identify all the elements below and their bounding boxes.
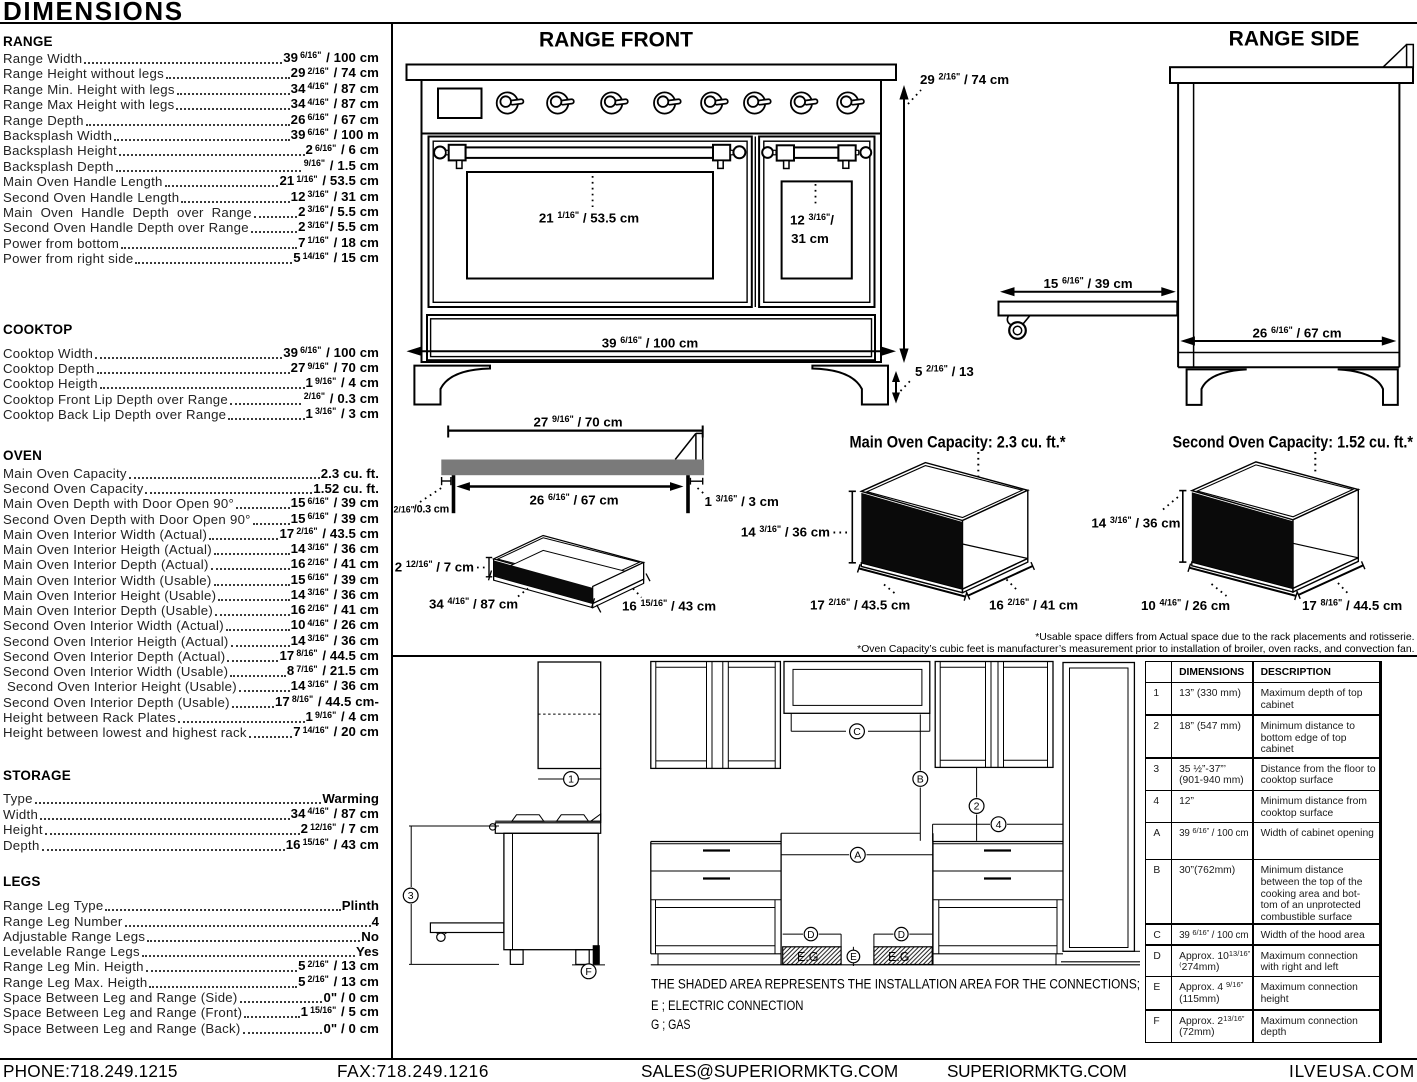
svg-text:2 12/16" / 7 cm: 2 12/16" / 7 cm [395, 559, 474, 575]
svg-text:5 2/16" / 13: 5 2/16" / 13 [915, 364, 974, 380]
svg-text:*Usable space differs from Act: *Usable space differs from Actual space … [1035, 632, 1414, 643]
svg-text:27 9/16" / 70 cm: 27 9/16" / 70 cm [533, 414, 622, 430]
svg-text:Main Oven Capacity: 2.3 cu. ft: Main Oven Capacity: 2.3 cu. ft.* [850, 434, 1067, 452]
svg-text:D: D [807, 930, 814, 941]
svg-text:A: A [854, 850, 861, 862]
svg-text:E.G: E.G [888, 950, 910, 964]
svg-text:26 6/16" / 67 cm: 26 6/16" / 67 cm [1252, 325, 1341, 341]
svg-text:14 3/16" / 36 cm: 14 3/16" / 36 cm [1091, 515, 1180, 531]
svg-text:12 3/16"/: 12 3/16"/ [790, 212, 834, 228]
svg-text:15 6/16" / 39 cm: 15 6/16" / 39 cm [1043, 276, 1132, 292]
svg-text:26 6/16" / 67 cm: 26 6/16" / 67 cm [529, 492, 618, 508]
svg-text:21 1/16" / 53.5 cm: 21 1/16" / 53.5 cm [539, 210, 639, 226]
svg-text:39 6/16" / 100 cm: 39 6/16" / 100 cm [602, 335, 698, 351]
svg-text:34 4/16" / 87 cm: 34 4/16" / 87 cm [429, 596, 518, 612]
svg-text:C: C [853, 726, 861, 738]
svg-text:G ; GAS: G ; GAS [651, 1017, 691, 1032]
svg-text:2/16": 2/16" [394, 505, 415, 515]
svg-text:10 4/16" / 26 cm: 10 4/16" / 26 cm [1141, 598, 1230, 614]
svg-text:16 2/16" / 41 cm: 16 2/16" / 41 cm [989, 597, 1078, 613]
svg-text:1: 1 [568, 774, 574, 786]
svg-text:29 2/16" / 74 cm: 29 2/16" / 74 cm [920, 72, 1009, 88]
svg-text:E: E [850, 952, 857, 963]
svg-text:Second Oven Capacity: 1.52 cu.: Second Oven Capacity: 1.52 cu. ft.* [1173, 434, 1414, 452]
svg-text:17 8/16" / 44.5 cm: 17 8/16" / 44.5 cm [1302, 598, 1402, 614]
svg-text:*Oven Capacity’s cubic feet is: *Oven Capacity’s cubic feet is manufactu… [857, 644, 1414, 655]
svg-text:4: 4 [996, 819, 1002, 831]
svg-text:/0.3 cm: /0.3 cm [414, 504, 449, 516]
svg-text:14 3/16" / 36 cm: 14 3/16" / 36 cm [741, 524, 830, 540]
svg-text:E.G: E.G [797, 950, 819, 964]
svg-text:2: 2 [974, 801, 980, 813]
svg-text:16 15/16" / 43 cm: 16 15/16" / 43 cm [622, 598, 716, 614]
svg-text:F: F [585, 966, 591, 978]
svg-text:E ; ELECTRIC CONNECTION: E ; ELECTRIC CONNECTION [651, 998, 804, 1013]
svg-text:B: B [917, 774, 924, 786]
svg-text:3: 3 [408, 890, 414, 902]
svg-text:D: D [898, 930, 905, 941]
svg-text:1 3/16" / 3 cm: 1 3/16" / 3 cm [705, 494, 779, 510]
svg-text:31 cm: 31 cm [791, 231, 829, 246]
svg-text:THE SHADED AREA REPRESENTS THE: THE SHADED AREA REPRESENTS THE INSTALLAT… [651, 977, 1140, 993]
svg-text:17 2/16" / 43.5 cm: 17 2/16" / 43.5 cm [810, 597, 910, 613]
svg-text:RANGE FRONT: RANGE FRONT [539, 29, 693, 52]
svg-text:RANGE SIDE: RANGE SIDE [1229, 28, 1360, 51]
